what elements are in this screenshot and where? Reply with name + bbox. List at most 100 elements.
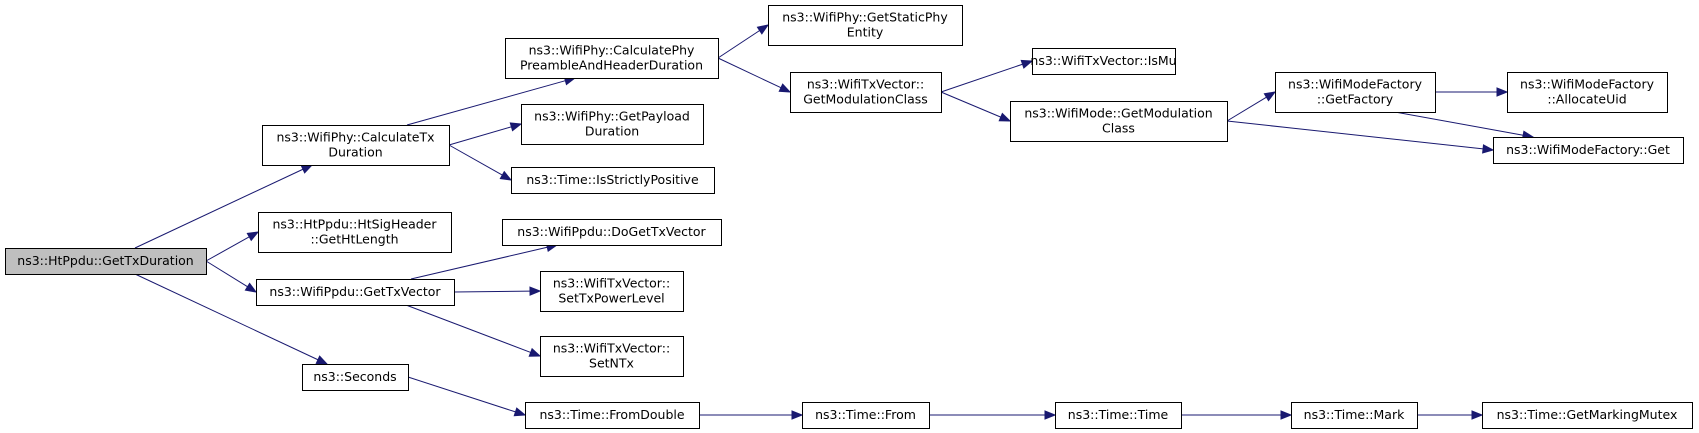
node-box-isStrict [511, 167, 715, 194]
node-getModTx[interactable]: ns3::WifiTxVector::GetModulationClass [790, 72, 942, 113]
edge-getFactory-to-factoryGet [1394, 111, 1524, 136]
node-box-calcTx [262, 125, 450, 166]
node-label-setTxPow-line-1: SetTxPowerLevel [558, 291, 664, 306]
node-box-getMarking [1482, 402, 1693, 429]
edge-getTxVec-to-doGetTx [410, 246, 548, 280]
node-box-fromDouble [525, 402, 700, 429]
node-box-staticPhy [768, 5, 963, 46]
node-label-getModMode-line-1: Class [1102, 121, 1135, 136]
arrowhead-fromDouble-to-timeFrom [791, 410, 804, 420]
node-seconds[interactable]: ns3::Seconds [302, 364, 409, 391]
arrowhead-calcPre-to-staticPhy [756, 24, 770, 35]
node-label-getFactory-line-0: ns3::WifiModeFactory [1288, 77, 1423, 92]
arrowhead-timeTime-to-timeMark [1280, 410, 1293, 420]
node-box-doGetTx [502, 219, 722, 246]
node-box-timeTime [1055, 402, 1182, 429]
node-factoryGet[interactable]: ns3::WifiModeFactory::Get [1493, 137, 1684, 164]
edge-root-to-getHtLen [205, 236, 250, 262]
node-root[interactable]: ns3::HtPpdu::GetTxDuration [5, 248, 207, 275]
node-box-getPayload [521, 104, 704, 145]
node-label-setNTx-line-1: SetNTx [589, 356, 634, 371]
node-box-seconds [302, 364, 409, 391]
arrowhead-root-to-calcTx [300, 164, 314, 174]
edge-getModMode-to-factoryGet [1226, 120, 1484, 150]
arrowhead-getTxVec-to-setNTx [528, 347, 542, 357]
arrowhead-timeMark-to-getMarking [1471, 410, 1484, 420]
edge-root-to-calcTx [134, 168, 304, 249]
edge-calcTx-to-calcPre [406, 80, 566, 126]
arrowhead-root-to-getTxVec [244, 282, 258, 293]
node-timeTime[interactable]: ns3::Time::Time [1055, 402, 1182, 429]
node-box-getModTx [790, 72, 942, 113]
node-setTxPow[interactable]: ns3::WifiTxVector::SetTxPowerLevel [540, 271, 684, 312]
node-isMu[interactable]: ns3::WifiTxVector::IsMu [1030, 48, 1177, 75]
node-label-staticPhy-line-0: ns3::WifiPhy::GetStaticPhy [782, 10, 948, 25]
node-calcPre[interactable]: ns3::WifiPhy::CalculatePhyPreambleAndHea… [505, 38, 719, 79]
arrowhead-root-to-seconds [315, 355, 329, 365]
node-label-calcTx-line-1: Duration [328, 145, 382, 160]
node-label-getModTx-line-0: ns3::WifiTxVector:: [807, 77, 924, 92]
edge-layer [134, 24, 1535, 420]
node-getModMode[interactable]: ns3::WifiMode::GetModulationClass [1010, 101, 1228, 142]
node-getFactory[interactable]: ns3::WifiModeFactory::GetFactory [1275, 72, 1436, 113]
node-box-getHtLen [258, 212, 452, 253]
arrowhead-getModTx-to-isMu [1020, 59, 1034, 69]
node-isStrict[interactable]: ns3::Time::IsStrictlyPositive [511, 167, 715, 194]
node-box-factoryGet [1493, 137, 1684, 164]
edge-calcTx-to-getPayload [448, 126, 512, 146]
node-label-getModMode-line-0: ns3::WifiMode::GetModulation [1024, 106, 1212, 121]
node-label-fromDouble-line-0: ns3::Time::FromDouble [539, 407, 684, 422]
node-timeMark[interactable]: ns3::Time::Mark [1291, 402, 1418, 429]
edge-seconds-to-fromDouble [407, 376, 516, 413]
arrowhead-getModMode-to-factoryGet [1482, 144, 1495, 154]
node-fromDouble[interactable]: ns3::Time::FromDouble [525, 402, 700, 429]
node-getMarking[interactable]: ns3::Time::GetMarkingMutex [1482, 402, 1693, 429]
node-label-seconds-line-0: ns3::Seconds [313, 369, 396, 384]
edge-getModMode-to-getFactory [1226, 96, 1267, 122]
arrowhead-getTxVec-to-setTxPow [529, 286, 542, 296]
node-box-isMu [1032, 48, 1176, 75]
node-label-calcPre-line-1: PreambleAndHeaderDuration [520, 58, 703, 73]
node-label-setNTx-line-0: ns3::WifiTxVector:: [553, 341, 670, 356]
node-label-staticPhy-line-1: Entity [847, 25, 884, 40]
node-doGetTx[interactable]: ns3::WifiPpdu::DoGetTxVector [502, 219, 722, 246]
arrowhead-calcTx-to-getPayload [509, 122, 523, 132]
node-box-setNTx [540, 336, 684, 377]
node-timeFrom[interactable]: ns3::Time::From [802, 402, 930, 429]
node-label-getPayload-line-1: Duration [585, 124, 639, 139]
node-box-root [5, 248, 207, 275]
node-label-getTxVec-line-0: ns3::WifiPpdu::GetTxVector [269, 284, 441, 299]
node-label-timeFrom-line-0: ns3::Time::From [815, 407, 916, 422]
node-allocUid[interactable]: ns3::WifiModeFactory::AllocateUid [1507, 72, 1668, 113]
node-box-getModMode [1010, 101, 1228, 142]
node-label-calcPre-line-0: ns3::WifiPhy::CalculatePhy [529, 43, 695, 58]
node-label-getHtLen-line-1: ::GetHtLength [310, 232, 398, 247]
arrowhead-calcTx-to-isStrict [499, 170, 513, 181]
node-label-getHtLen-line-0: ns3::HtPpdu::HtSigHeader [272, 217, 437, 232]
edge-getTxVec-to-setNTx [405, 304, 531, 353]
edge-getTxVec-to-setTxPow [453, 290, 531, 293]
node-setNTx[interactable]: ns3::WifiTxVector::SetNTx [540, 336, 684, 377]
node-label-getMarking-line-0: ns3::Time::GetMarkingMutex [1497, 407, 1678, 422]
node-box-timeMark [1291, 402, 1418, 429]
node-label-doGetTx-line-0: ns3::WifiPpdu::DoGetTxVector [517, 224, 706, 239]
node-label-isStrict-line-0: ns3::Time::IsStrictlyPositive [526, 172, 699, 187]
node-label-calcTx-line-0: ns3::WifiPhy::CalculateTx [276, 130, 434, 145]
node-label-getFactory-line-1: ::GetFactory [1317, 92, 1394, 107]
arrowhead-getModTx-to-getModMode [998, 112, 1012, 122]
arrowhead-calcPre-to-getModTx [778, 83, 792, 93]
node-label-setTxPow-line-0: ns3::WifiTxVector:: [553, 276, 670, 291]
node-getTxVec[interactable]: ns3::WifiPpdu::GetTxVector [256, 279, 455, 306]
node-box-calcPre [505, 38, 719, 79]
arrowhead-getModMode-to-getFactory [1263, 91, 1277, 102]
node-box-setTxPow [540, 271, 684, 312]
node-label-timeMark-line-0: ns3::Time::Mark [1304, 407, 1405, 422]
node-label-allocUid-line-1: ::AllocateUid [1547, 92, 1626, 107]
node-label-allocUid-line-0: ns3::WifiModeFactory [1520, 77, 1655, 92]
node-label-factoryGet-line-0: ns3::WifiModeFactory::Get [1506, 142, 1670, 157]
edge-root-to-seconds [134, 273, 319, 361]
node-getHtLen[interactable]: ns3::HtPpdu::HtSigHeader::GetHtLength [258, 212, 452, 253]
